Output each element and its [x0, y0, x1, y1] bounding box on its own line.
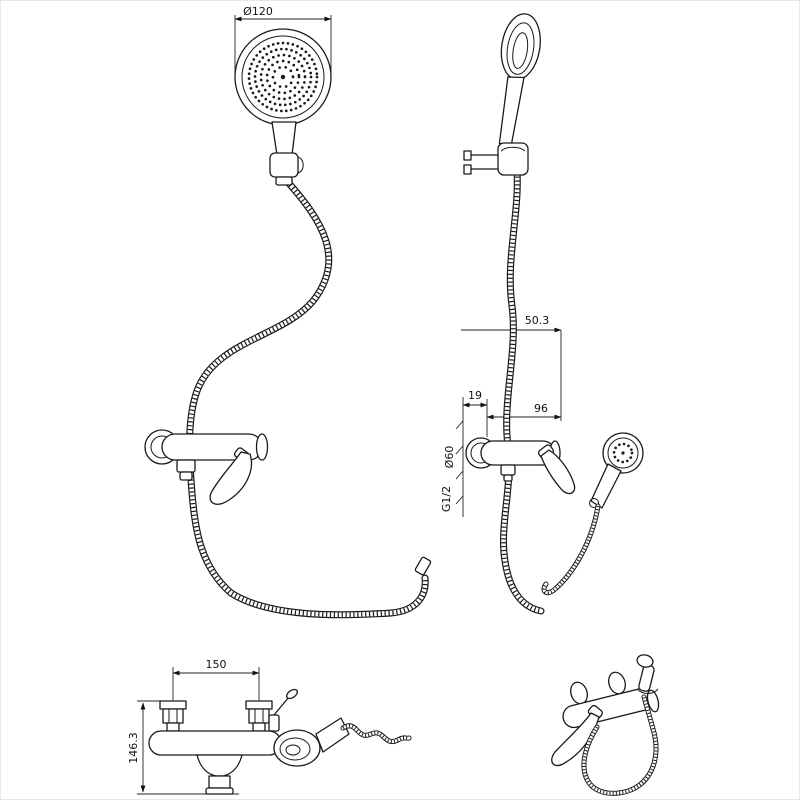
hose-fill: [341, 724, 411, 744]
shower-head-rim: [241, 35, 325, 119]
dim-label-thread: G1/2: [440, 486, 453, 512]
hand-shower-tilted: [498, 13, 541, 145]
dim-label-height: 146.3: [127, 732, 140, 764]
union-nut: [162, 708, 184, 724]
wall-hatch: [455, 420, 464, 430]
shower-head-contour: [506, 22, 535, 75]
spout-dome: [196, 754, 243, 777]
union-stem: [252, 722, 266, 732]
mixer-side-view-right: [465, 437, 576, 495]
diverter-rod: [273, 696, 290, 716]
screw-head: [463, 150, 472, 161]
lever-handle: [540, 449, 576, 495]
hose-ribs: [190, 179, 426, 615]
center-nozzle: [280, 74, 286, 80]
hook: [589, 498, 599, 508]
shower-handle: [590, 463, 622, 509]
shower-head-contour: [512, 32, 529, 69]
outlet-fitting: [500, 464, 516, 476]
hand-shower-wall-bracket-view: [463, 13, 541, 176]
union-stem: [166, 722, 180, 732]
hose-ribs: [542, 504, 600, 595]
hose-fill: [542, 504, 600, 595]
holder-bracket: [636, 688, 659, 694]
shower-head-back: [500, 13, 541, 80]
lever-handle: [209, 451, 253, 505]
union-nut: [248, 708, 270, 724]
outlet-nut: [503, 474, 513, 482]
diverter-knob: [286, 688, 298, 700]
shower-head-contour: [285, 744, 301, 756]
holder-clamp: [500, 146, 526, 152]
shower-hose-hanging: [544, 506, 598, 593]
spray-nozzle-ring: [271, 65, 295, 89]
shower-handle: [638, 664, 655, 692]
perspective-view: [551, 654, 660, 767]
center-nozzle: [621, 451, 625, 455]
spray-nozzle-ring: [253, 47, 313, 107]
shower-head-back: [636, 654, 654, 668]
body-end-cap: [646, 689, 660, 713]
spray-nozzle-ring: [265, 59, 301, 95]
aerator-cap: [205, 787, 234, 795]
hose-fill: [503, 161, 541, 611]
shower-hose-main: [190, 179, 432, 615]
spray-nozzle-ring: [259, 53, 307, 101]
mixer-side-view-left: [144, 429, 269, 505]
dim-label-body-length: 96: [534, 402, 548, 415]
body-end-cap: [255, 433, 269, 461]
wall-hatch: [455, 495, 464, 505]
screw-head: [463, 164, 472, 175]
holder-bracket: [269, 152, 299, 178]
dim-label-rail-offset: 50.3: [525, 314, 550, 327]
dim-label-head-diameter: Ø120: [243, 5, 273, 18]
union-flange: [159, 700, 187, 710]
dimension-lines: [137, 15, 562, 795]
hand-shower-top-view: [234, 28, 332, 186]
hand-shower-hanging-view: [589, 432, 644, 509]
spray-nozzle-ring: [612, 442, 634, 464]
dim-label-escutcheon-diameter: Ø60: [443, 446, 456, 469]
mixer-front-view: [148, 688, 298, 795]
union-flange: [245, 700, 273, 710]
hose-fill: [190, 179, 426, 615]
hose-outline: [190, 179, 426, 615]
hand-shower-resting-view: [273, 717, 350, 767]
outlet-fitting: [176, 459, 196, 473]
shower-handle: [271, 121, 297, 156]
shower-head-contour: [279, 737, 311, 761]
aerator: [208, 775, 231, 789]
dim-label-wall-gap: 19: [468, 389, 482, 402]
lever-handle: [551, 712, 600, 767]
shower-hose-rail: [503, 161, 541, 611]
hose-end-fitting: [414, 556, 432, 576]
shower-hose-resting: [343, 726, 409, 742]
wall-hatch: [455, 445, 464, 455]
spray-nozzle-ring: [247, 41, 319, 113]
holder-bracket: [497, 142, 529, 176]
wall-reference: [455, 397, 464, 517]
outlet-nut: [179, 471, 193, 481]
shower-handle: [315, 717, 350, 753]
dimension-labels: Ø120 50.3 19 96 Ø60 G1/2 150 146.3: [127, 5, 549, 764]
hose-nut: [275, 176, 293, 186]
shower-handle: [498, 76, 525, 145]
mixer-body: [148, 730, 282, 756]
shower-head-rim: [607, 437, 639, 469]
dim-label-hole-distance: 150: [206, 658, 227, 671]
holder-hook: [297, 156, 304, 174]
wall-hatch: [455, 470, 464, 480]
hose-outline: [544, 506, 598, 593]
diverter-stem: [268, 714, 280, 732]
shower-head-back: [273, 729, 321, 767]
